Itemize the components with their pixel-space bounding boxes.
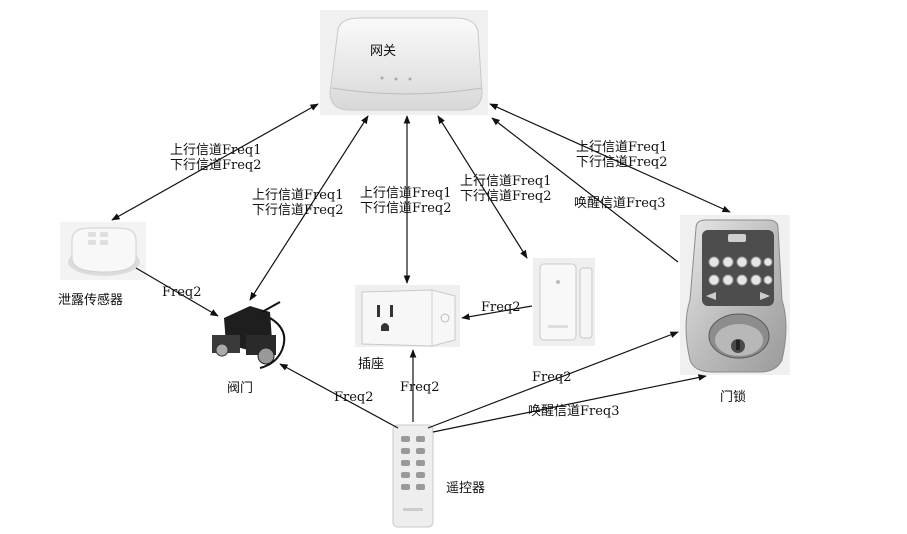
- edge-label-remote-lock-freq2: Freq2: [532, 370, 572, 385]
- leak-sensor-device: [60, 222, 146, 280]
- door-lock-label: 门锁: [720, 390, 747, 405]
- remote-device: [392, 424, 434, 528]
- edge-lock-wake-gateway: [491, 117, 679, 263]
- edge-leak-valve: [135, 267, 219, 317]
- edge-gateway-doorsensor: [437, 115, 528, 259]
- gateway-label: 网关: [370, 44, 397, 59]
- edge-gateway-valve: [249, 115, 369, 301]
- edge-label-remote-socket: Freq2: [400, 380, 440, 395]
- edge-label-remote-lock-wake: 唤醒信道Freq3: [528, 404, 620, 419]
- socket-device: [355, 285, 460, 347]
- edge-remote-lock-wake: [432, 374, 707, 433]
- edge-label-leak-valve: Freq2: [162, 285, 202, 300]
- gateway-device: [320, 10, 488, 115]
- remote-label: 遥控器: [446, 481, 486, 496]
- leak-sensor-label: 泄露传感器: [58, 293, 124, 308]
- socket-label: 插座: [358, 357, 385, 372]
- door-lock-device: [680, 215, 790, 375]
- edge-label-lock-wake: 唤醒信道Freq3: [574, 196, 666, 211]
- edge-label-doorsensor-socket: Freq2: [481, 300, 521, 315]
- valve-label: 阀门: [227, 381, 254, 396]
- edge-label-remote-valve: Freq2: [334, 390, 374, 405]
- valve-device: [212, 301, 286, 369]
- edge-gateway-lock: [489, 103, 731, 213]
- door-sensor-device: [533, 258, 595, 346]
- edge-doorsensor-socket: [461, 305, 533, 321]
- edge-remote-lock-freq2: [427, 331, 679, 429]
- edge-remote-valve: [279, 363, 399, 429]
